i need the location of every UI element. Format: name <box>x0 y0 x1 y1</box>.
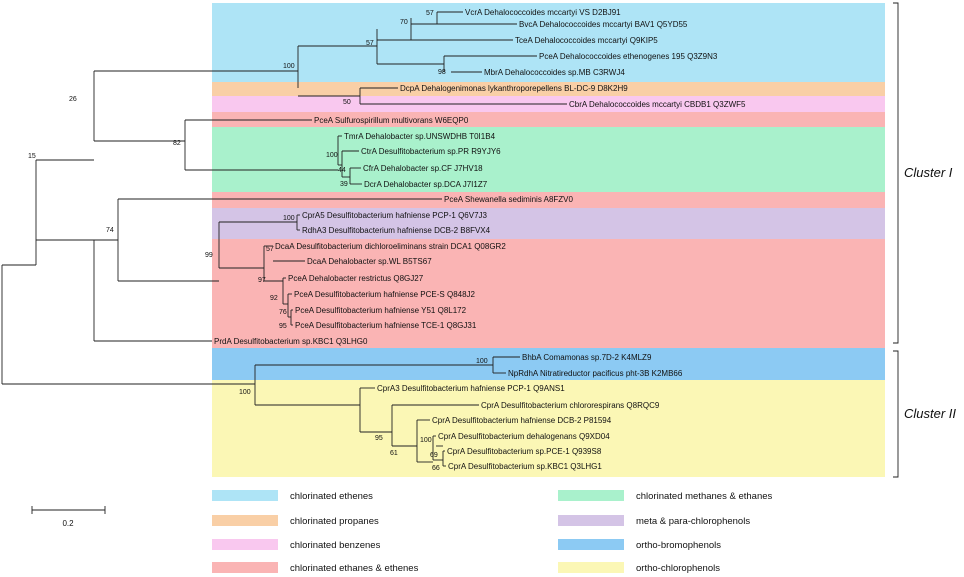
bootstrap-value: 99 <box>205 252 213 259</box>
leaf-ctra: CtrA Desulfitobacterium sp.PR R9YJY6 <box>361 147 501 156</box>
bootstrap-value: 74 <box>106 227 114 234</box>
bootstrap-value: 57 <box>266 246 274 253</box>
band-ethanes-3 <box>212 239 885 348</box>
legend-swatch-ethenes <box>212 490 278 501</box>
band-chlorophenols <box>212 208 885 239</box>
cluster-2-bracket <box>893 350 899 478</box>
bootstrap-value: 100 <box>326 152 338 159</box>
leaf-cbra: CbrA Dehalococcoides mccartyi CBDB1 Q3ZW… <box>569 100 746 109</box>
bootstrap-value: 100 <box>420 437 432 444</box>
legend-label-bromophenols: ortho-bromophenols <box>636 540 721 551</box>
bootstrap-value: 66 <box>432 465 440 472</box>
bootstrap-value: 15 <box>28 153 36 160</box>
leaf-cprachl: CprA Desulfitobacterium chlororespirans … <box>481 401 660 410</box>
leaf-tcea: TceA Dehalococcoides mccartyi Q9KIP5 <box>515 36 658 45</box>
bootstrap-values: 57 70 57 100 98 50 26 82 100 44 39 15 74… <box>28 10 488 472</box>
leaf-cpradcb2: CprA Desulfitobacterium hafniense DCB-2 … <box>432 416 612 425</box>
leaf-pceasulf: PceA Sulfurospirillum multivorans W6EQP0 <box>314 116 469 125</box>
leaf-rdha3: RdhA3 Desulfitobacterium hafniense DCB-2… <box>302 226 491 235</box>
bootstrap-value: 61 <box>390 450 398 457</box>
band-propanes <box>212 82 885 96</box>
legend-label-chlorophenols: meta & para-chlorophenols <box>636 516 750 527</box>
leaf-labels: VcrA Dehalococcoides mccartyi VS D2BJ91 … <box>214 8 746 471</box>
bootstrap-value: 82 <box>173 140 181 147</box>
leaf-cpradeh: CprA Desulfitobacterium dehalogenans Q9X… <box>438 432 610 441</box>
bootstrap-value: 69 <box>430 452 438 459</box>
bootstrap-value: 95 <box>375 435 383 442</box>
band-bromophenols <box>212 348 885 380</box>
leaf-bhba: BhbA Comamonas sp.7D-2 K4MLZ9 <box>522 353 652 362</box>
leaf-cprakbc1: CprA Desulfitobacterium sp.KBC1 Q3LHG1 <box>448 462 602 471</box>
leaf-bvca: BvcA Dehalococcoides mccartyi BAV1 Q5YD5… <box>519 20 688 29</box>
bootstrap-value: 76 <box>279 309 287 316</box>
bootstrap-value: 92 <box>270 295 278 302</box>
bootstrap-value: 100 <box>239 389 251 396</box>
leaf-cpra3: CprA3 Desulfitobacterium hafniense PCP-1… <box>377 384 565 393</box>
legend-label-ortho: ortho-chlorophenols <box>636 563 720 574</box>
cluster-1-label: Cluster I <box>904 165 953 180</box>
category-bands <box>212 3 885 477</box>
bootstrap-value: 100 <box>283 63 295 70</box>
legend-swatch-propanes <box>212 515 278 526</box>
legend-label-ethenes: chlorinated ethenes <box>290 491 373 502</box>
leaf-dcaawl: DcaA Dehalobacter sp.WL B5TS67 <box>307 257 432 266</box>
legend-swatch-bromophenols <box>558 539 624 550</box>
leaf-pcea195: PceA Dehalococcoides ethenogenes 195 Q3Z… <box>539 52 718 61</box>
leaf-dcra: DcrA Dehalobacter sp.DCA J7I1Z7 <box>364 180 488 189</box>
bootstrap-value: 98 <box>438 69 446 76</box>
leaf-pceay51: PceA Desulfitobacterium hafniense Y51 Q8… <box>295 306 467 315</box>
leaf-pceatce1: PceA Desulfitobacterium hafniense TCE-1 … <box>295 321 477 330</box>
cluster-2-label: Cluster II <box>904 406 956 421</box>
scale-bar-label: 0.2 <box>62 519 74 528</box>
legend: chlorinated ethenes chlorinated propanes… <box>212 490 773 574</box>
legend-swatch-ethanes <box>212 562 278 573</box>
bootstrap-value: 44 <box>338 167 346 174</box>
tree-branches <box>1 11 567 467</box>
bootstrap-value: 26 <box>69 96 77 103</box>
leaf-prda: PrdA Desulfitobacterium sp.KBC1 Q3LHG0 <box>214 337 368 346</box>
band-ethenes <box>212 3 885 82</box>
bootstrap-value: 70 <box>400 19 408 26</box>
bootstrap-value: 100 <box>476 358 488 365</box>
bootstrap-value: 39 <box>340 181 348 188</box>
leaf-dcpa: DcpA Dehalogenimonas lykanthroporepellen… <box>400 84 628 93</box>
leaf-pceashew: PceA Shewanella sediminis A8FZV0 <box>444 195 574 204</box>
leaf-pcearest: PceA Dehalobacter restrictus Q8GJ27 <box>288 274 424 283</box>
band-ethanes-1 <box>212 112 885 127</box>
bootstrap-value: 57 <box>366 40 374 47</box>
bootstrap-value: 97 <box>258 277 266 284</box>
leaf-dcaa1: DcaA Desulfitobacterium dichloroeliminan… <box>275 242 506 251</box>
band-ortho <box>212 380 885 477</box>
bootstrap-value: 50 <box>343 99 351 106</box>
leaf-cprapce1: CprA Desulfitobacterium sp.PCE-1 Q939S8 <box>447 447 602 456</box>
leaf-mbra: MbrA Dehalococcoides sp.MB C3RWJ4 <box>484 68 625 77</box>
band-methanes <box>212 127 885 192</box>
legend-label-methanes: chlorinated methanes & ethanes <box>636 491 773 502</box>
bootstrap-value: 57 <box>426 10 434 17</box>
legend-label-benzenes: chlorinated benzenes <box>290 540 381 551</box>
leaf-nprdha: NpRdhA Nitratireductor pacificus pht-3B … <box>508 369 683 378</box>
leaf-pceapces: PceA Desulfitobacterium hafniense PCE-S … <box>294 290 476 299</box>
bootstrap-value: 100 <box>283 215 295 222</box>
cluster-1-bracket <box>893 2 899 344</box>
band-ethanes-2 <box>212 192 885 208</box>
scale-bar: 0.2 <box>31 506 106 528</box>
legend-label-ethanes: chlorinated ethanes & ethenes <box>290 563 419 574</box>
legend-swatch-ortho <box>558 562 624 573</box>
legend-swatch-methanes <box>558 490 624 501</box>
legend-swatch-chlorophenols <box>558 515 624 526</box>
leaf-tmra: TmrA Dehalobacter sp.UNSWDHB T0I1B4 <box>344 132 496 141</box>
bootstrap-value: 95 <box>279 323 287 330</box>
leaf-vcra: VcrA Dehalococcoides mccartyi VS D2BJ91 <box>465 8 621 17</box>
legend-swatch-benzenes <box>212 539 278 550</box>
cluster-brackets: Cluster I Cluster II <box>893 2 956 478</box>
leaf-cfra: CfrA Dehalobacter sp.CF J7HV18 <box>363 164 483 173</box>
legend-label-propanes: chlorinated propanes <box>290 516 379 527</box>
leaf-cpra5: CprA5 Desulfitobacterium hafniense PCP-1… <box>302 211 488 220</box>
